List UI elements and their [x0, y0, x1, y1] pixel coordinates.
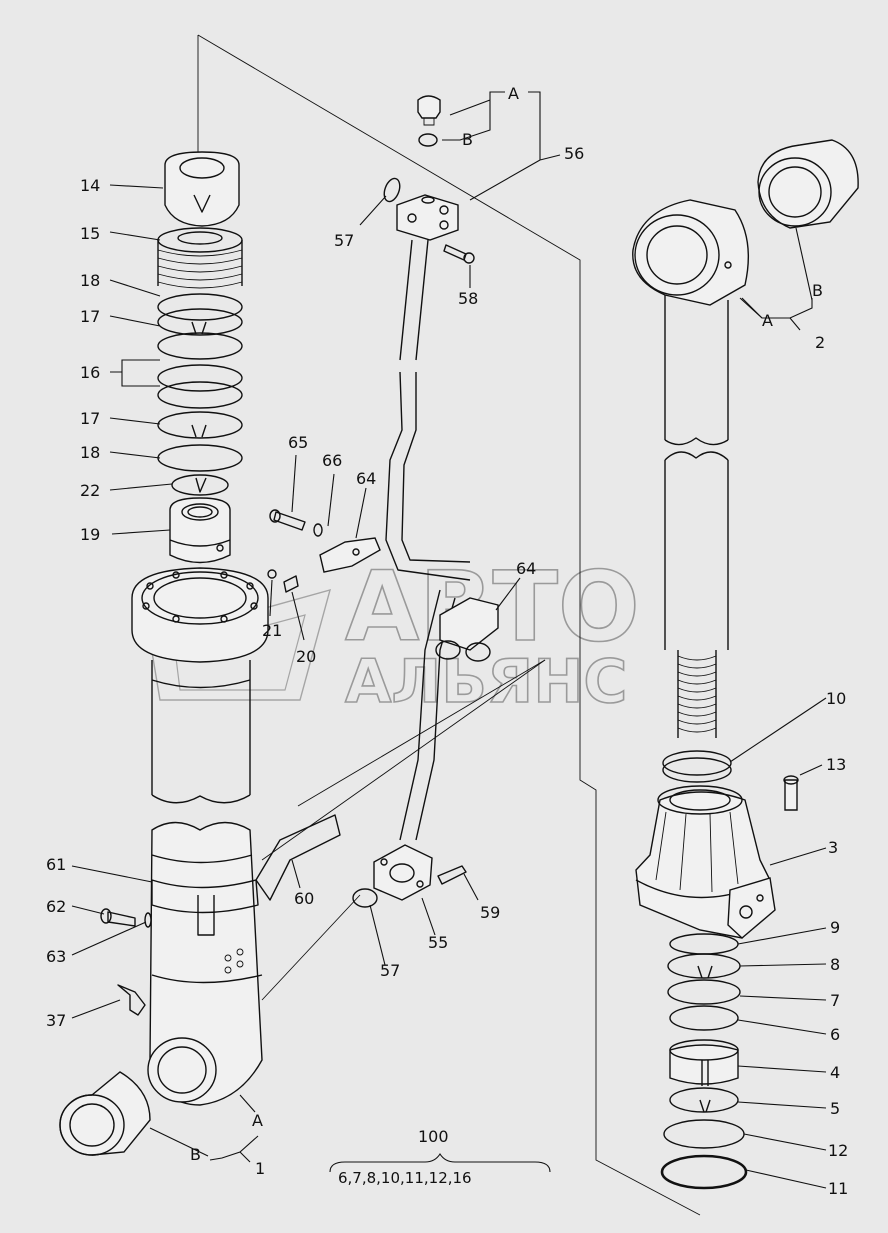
callout-17: 17 — [80, 409, 100, 428]
callout-64: 64 — [356, 469, 376, 488]
callout-66: 66 — [322, 451, 342, 470]
kit-number: 100 — [418, 1127, 449, 1146]
rod-assembly — [632, 139, 859, 1190]
callout-62: 62 — [46, 897, 66, 916]
callout-B: B — [462, 130, 473, 149]
callout-14: 14 — [80, 176, 100, 195]
callout-11: 11 — [828, 1179, 848, 1198]
callout-21: 21 — [262, 621, 282, 640]
callout-19: 19 — [80, 525, 100, 544]
callout-58: 58 — [458, 289, 478, 308]
callout-57: 57 — [334, 231, 354, 250]
callout-61: 61 — [46, 855, 66, 874]
callout-2: 2 — [815, 333, 825, 352]
callout-6: 6 — [830, 1025, 840, 1044]
callout-60: 60 — [294, 889, 314, 908]
callout-3: 3 — [828, 838, 838, 857]
callout-8: 8 — [830, 955, 840, 974]
callout-17: 17 — [80, 307, 100, 326]
callout-13: 13 — [826, 755, 846, 774]
callout-A: A — [508, 84, 519, 103]
callout-63: 63 — [46, 947, 66, 966]
callout-7: 7 — [830, 991, 840, 1010]
callout-9: 9 — [830, 918, 840, 937]
kit-contents: 6,7,8,10,11,12,16 — [338, 1169, 472, 1187]
callout-18: 18 — [80, 443, 100, 462]
callout-B: B — [812, 281, 823, 300]
callout-57: 57 — [380, 961, 400, 980]
callout-37: 37 — [46, 1011, 66, 1030]
callout-16: 16 — [80, 363, 100, 382]
callout-15: 15 — [80, 224, 100, 243]
callout-10: 10 — [826, 689, 846, 708]
callout-12: 12 — [828, 1141, 848, 1160]
callout-18: 18 — [80, 271, 100, 290]
cylinder-tube — [59, 567, 341, 1156]
callout-4: 4 — [830, 1063, 840, 1082]
cylinder-head-stack — [157, 151, 243, 564]
watermark-line2: АЛЬЯНС — [345, 647, 627, 717]
callout-64: 64 — [516, 559, 536, 578]
callout-65: 65 — [288, 433, 308, 452]
callout-59: 59 — [480, 903, 500, 922]
callout-A: A — [252, 1111, 263, 1130]
leader-lines — [71, 91, 827, 1189]
callout-5: 5 — [830, 1099, 840, 1118]
callout-22: 22 — [80, 481, 100, 500]
callouts: 14 15 18 17 16 17 18 22 19 21 20 65 66 6… — [46, 84, 848, 1198]
callout-55: 55 — [428, 933, 448, 952]
callout-A: A — [762, 311, 773, 330]
pipe-assembly — [269, 95, 499, 908]
callout-56: 56 — [564, 144, 584, 163]
callout-20: 20 — [296, 647, 316, 666]
callout-B: B — [190, 1145, 201, 1164]
callout-1: 1 — [255, 1159, 265, 1178]
